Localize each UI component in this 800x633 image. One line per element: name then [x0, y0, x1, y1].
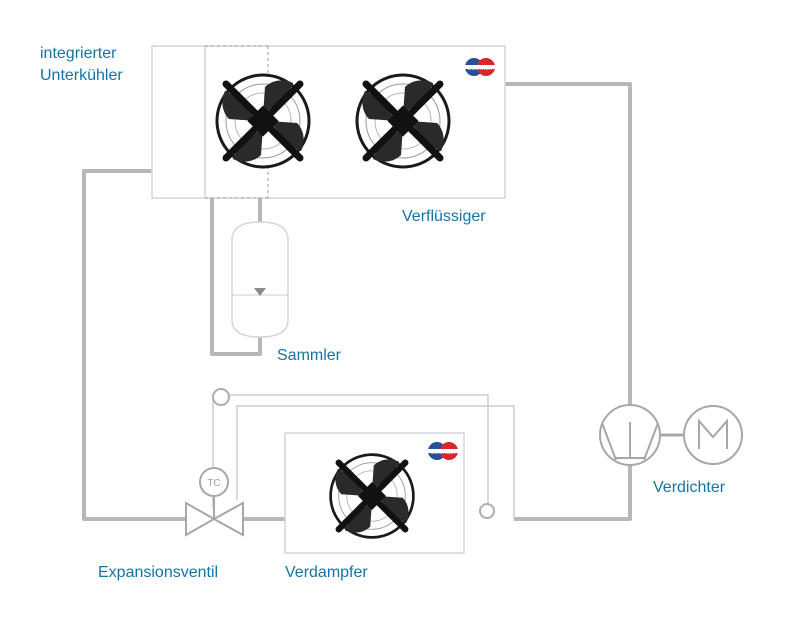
fan-icon [331, 455, 414, 538]
compressor-symbol [599, 404, 661, 466]
brand-logo-icon [428, 442, 458, 460]
receiver-tank [231, 221, 289, 338]
capillary-line-inner [236, 405, 515, 519]
compressor-label: Verdichter [653, 479, 726, 496]
receiver-label: Sammler [277, 347, 342, 364]
fan-icon [217, 75, 309, 167]
evaporator-label: Verdampfer [285, 564, 368, 581]
expansion-valve-symbol [185, 496, 244, 537]
pipe-receiver-subcooler [210, 172, 262, 356]
capillary-line-outer [212, 394, 489, 507]
liquid-level-marker [254, 288, 266, 296]
tc-sensor-symbol: TC [199, 467, 229, 497]
motor-symbol [683, 405, 743, 465]
subcooler-label-line2: Unterkühler [40, 67, 123, 84]
subcooler-label-line1: integrierter [40, 45, 117, 62]
tc-sensor-label: TC [207, 478, 220, 489]
evaporator-outlet-junction [479, 503, 495, 519]
pipe-suction [514, 465, 632, 521]
pipe-liquid-line [82, 169, 186, 521]
fan-icon [357, 75, 449, 167]
brand-logo-icon [465, 58, 495, 76]
condenser-label: Verflüssiger [402, 208, 486, 225]
pipe-discharge [505, 82, 632, 406]
expansion-valve-label: Expansionsventil [98, 564, 219, 581]
tc-bulb-top-junction [212, 388, 230, 406]
